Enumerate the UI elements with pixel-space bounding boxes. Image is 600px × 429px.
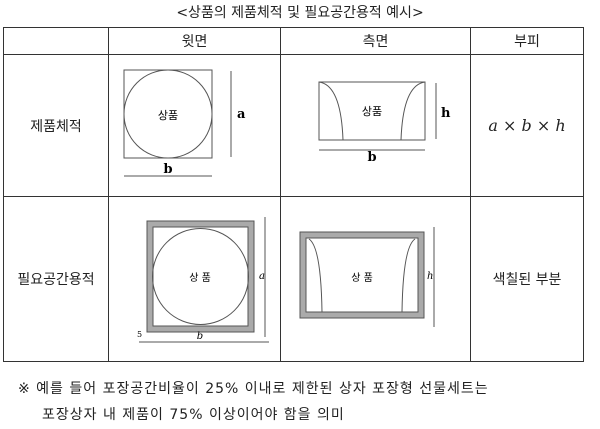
product-volume-formula: a × b × h [470, 54, 584, 197]
dim-b-label: b [367, 150, 376, 165]
top-view-diagram-cell: 상 품 a b 5 [108, 196, 281, 362]
dim-a-label: a [237, 107, 246, 122]
table-header-row: 윗면 측면 부피 [3, 27, 584, 55]
required-space-volume-desc: 색칠된 부분 [470, 196, 584, 362]
row-label-product-volume: 제품체적 [3, 54, 109, 197]
side-view-diagram-cell: 상품 h b [280, 54, 471, 197]
product-label: 상품 [158, 109, 178, 122]
header-top-view: 윗면 [108, 27, 281, 55]
side-view-product-diagram: 상품 h b [318, 81, 451, 165]
table-row: 제품체적 상품 a b 상품 h b a × b × h [3, 54, 584, 197]
dim-5-label: 5 [137, 330, 142, 339]
dim-b-label: b [163, 162, 172, 177]
header-volume: 부피 [470, 27, 584, 55]
note-line-2: 포장상자 내 제품이 75% 이상이어야 함을 의미 [42, 407, 345, 423]
header-side-view: 측면 [280, 27, 471, 55]
top-view-packaging-diagram: 상 품 a b 5 [137, 217, 269, 343]
header-cell-empty [3, 27, 109, 55]
dim-h-label: h [427, 271, 433, 282]
volume-example-table: 윗면 측면 부피 제품체적 상품 a b 상품 h [3, 27, 584, 362]
product-label: 상 품 [351, 272, 373, 284]
top-view-product-diagram: 상품 a b [123, 69, 246, 177]
side-view-packaging-diagram: 상 품 h [299, 227, 435, 327]
table-row: 필요공간용적 상 품 a b 5 상 품 [3, 196, 584, 362]
dim-b-label: b [197, 331, 203, 342]
top-view-diagram-cell: 상품 a b [108, 54, 281, 197]
row-label-required-space-volume: 필요공간용적 [3, 196, 109, 362]
dim-h-label: h [441, 106, 451, 121]
product-label: 상품 [362, 105, 382, 118]
side-view-diagram-cell: 상 품 h [280, 196, 471, 362]
product-label: 상 품 [189, 272, 211, 284]
dim-a-label: a [259, 271, 265, 282]
document-title: <상품의 제품체적 및 필요공간용적 예시> [176, 5, 424, 21]
note-line-1: ※ 예를 들어 포장공간비율이 25% 이내로 제한된 상자 포장형 선물세트는 [18, 381, 489, 397]
